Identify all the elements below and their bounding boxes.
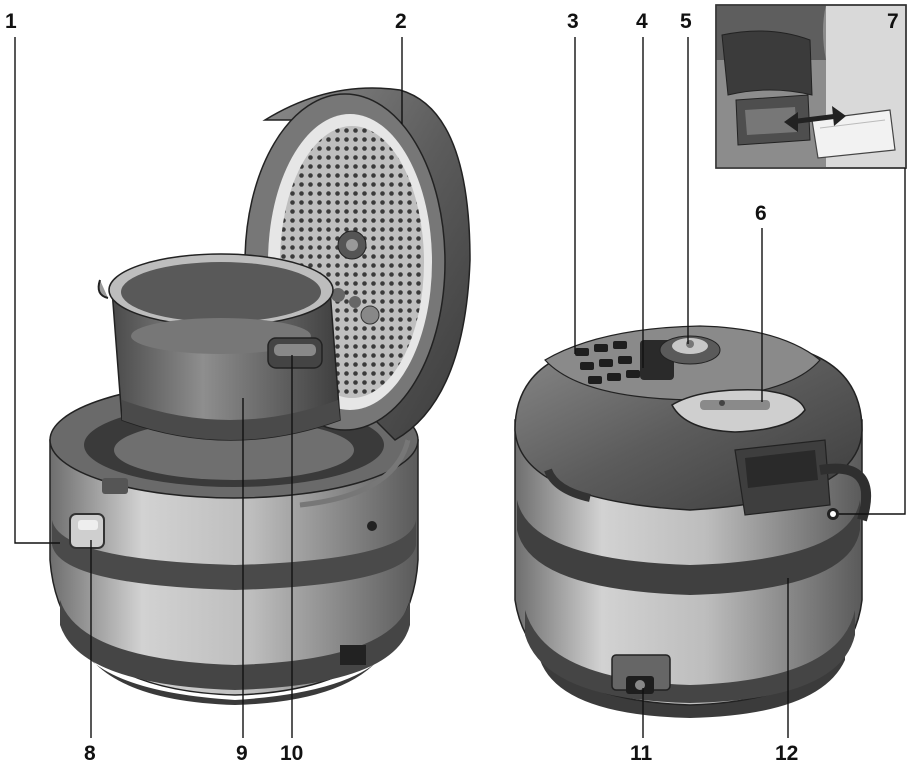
callout-4: 4	[636, 10, 648, 33]
leader-lines	[14, 37, 906, 738]
right-cooker-closed	[514, 325, 872, 718]
left-socket	[340, 645, 366, 665]
left-band-lower	[60, 600, 410, 690]
inner-pot	[97, 253, 341, 441]
callout-3: 3	[567, 10, 579, 33]
lid-release-button	[69, 513, 105, 549]
callout-7: 7	[887, 10, 899, 33]
control-buttons	[575, 341, 640, 384]
left-clip	[102, 478, 128, 494]
leader-1	[14, 37, 60, 544]
callout-numbers: 1 2 3 4 5 6 7 8 9 10 11 12	[5, 10, 899, 765]
callout-8: 8	[84, 742, 96, 765]
callout-5: 5	[680, 10, 692, 33]
callout-2: 2	[395, 10, 407, 33]
callout-11: 11	[630, 742, 653, 765]
callout-6: 6	[755, 202, 767, 225]
leader-7	[839, 168, 906, 515]
right-band	[517, 500, 860, 595]
callout-12: 12	[775, 742, 798, 765]
callout-9: 9	[236, 742, 248, 765]
callout-1: 1	[5, 10, 17, 33]
inset-drip-tray	[811, 109, 896, 159]
inset-collector-detail	[715, 4, 907, 169]
left-band-upper	[52, 520, 416, 590]
right-carry-handle	[819, 463, 872, 522]
callout-10: 10	[280, 742, 303, 765]
